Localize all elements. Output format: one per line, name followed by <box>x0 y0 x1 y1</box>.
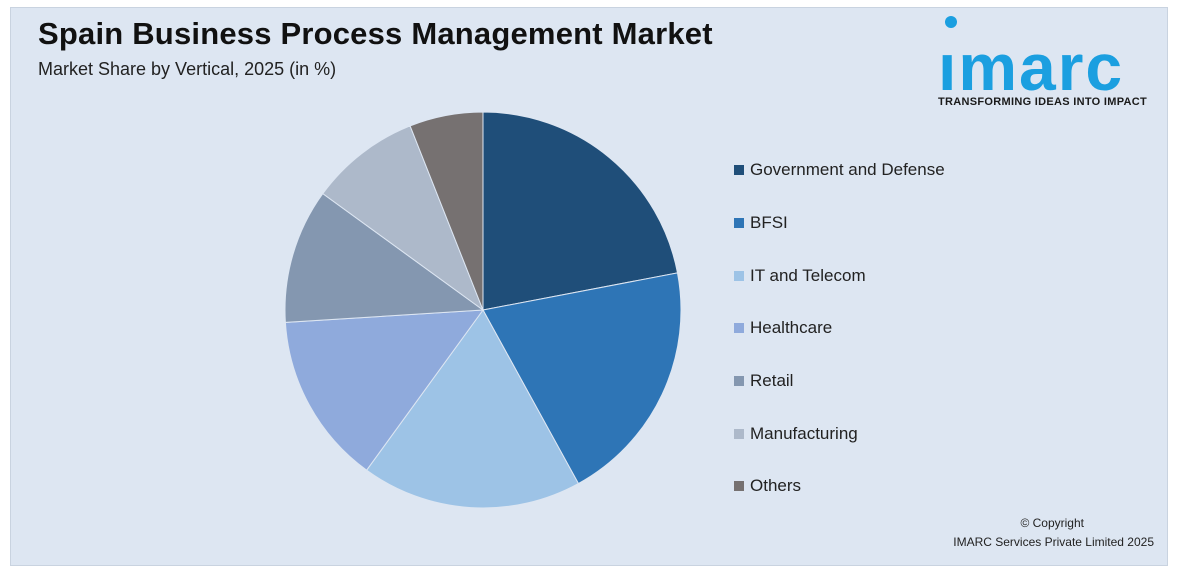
logo-tagline: TRANSFORMING IDEAS INTO IMPACT <box>938 96 1148 108</box>
legend-label: BFSI <box>750 213 788 233</box>
legend-item-it-and-telecom: IT and Telecom <box>734 249 1034 302</box>
pie-slice-manufacturing <box>322 125 485 312</box>
legend-item-others: Others <box>734 460 1034 513</box>
legend-swatch <box>734 165 744 176</box>
legend-swatch <box>734 481 744 492</box>
legend-label: IT and Telecom <box>750 265 866 285</box>
legend-swatch <box>734 270 744 281</box>
legend-item-retail: Retail <box>734 355 1034 408</box>
pie-slice-healthcare <box>284 309 485 471</box>
pie-slice-retail <box>284 192 485 323</box>
copyright-notice: © Copyright IMARC Services Private Limit… <box>900 514 1154 552</box>
legend-swatch <box>734 218 744 229</box>
legend-label: Others <box>750 476 802 496</box>
pie-slice-bfsi <box>482 272 682 485</box>
chart-subtitle: Market Share by Vertical, 2025 (in %) <box>38 59 337 79</box>
legend-label: Government and Defense <box>750 160 945 180</box>
legend-item-bfsi: BFSI <box>734 197 1034 250</box>
legend-label: Healthcare <box>750 318 833 338</box>
copyright-line-1: © Copyright <box>1020 516 1084 530</box>
legend-swatch <box>734 428 744 439</box>
legend-label: Manufacturing <box>750 423 858 443</box>
legend-item-healthcare: Healthcare <box>734 302 1034 355</box>
logo-dot-icon <box>945 16 957 28</box>
chart-title: Spain Business Process Management Market <box>38 16 713 51</box>
legend-swatch <box>734 376 744 387</box>
logo-wordmark: ımarc <box>938 30 1125 104</box>
legend-item-manufacturing: Manufacturing <box>734 407 1034 460</box>
pie-slice-government-and-defense <box>482 111 679 311</box>
legend-swatch <box>734 323 744 334</box>
imarc-logo: ımarc TRANSFORMING IDEAS INTO IMPACT <box>938 14 1162 114</box>
copyright-line-2: IMARC Services Private Limited 2025 <box>953 535 1154 549</box>
legend-label: Retail <box>750 371 794 391</box>
legend-item-government-and-defense: Government and Defense <box>734 144 1034 197</box>
pie-slice-it-and-telecom <box>365 309 580 509</box>
pie-slice-others <box>409 111 484 311</box>
